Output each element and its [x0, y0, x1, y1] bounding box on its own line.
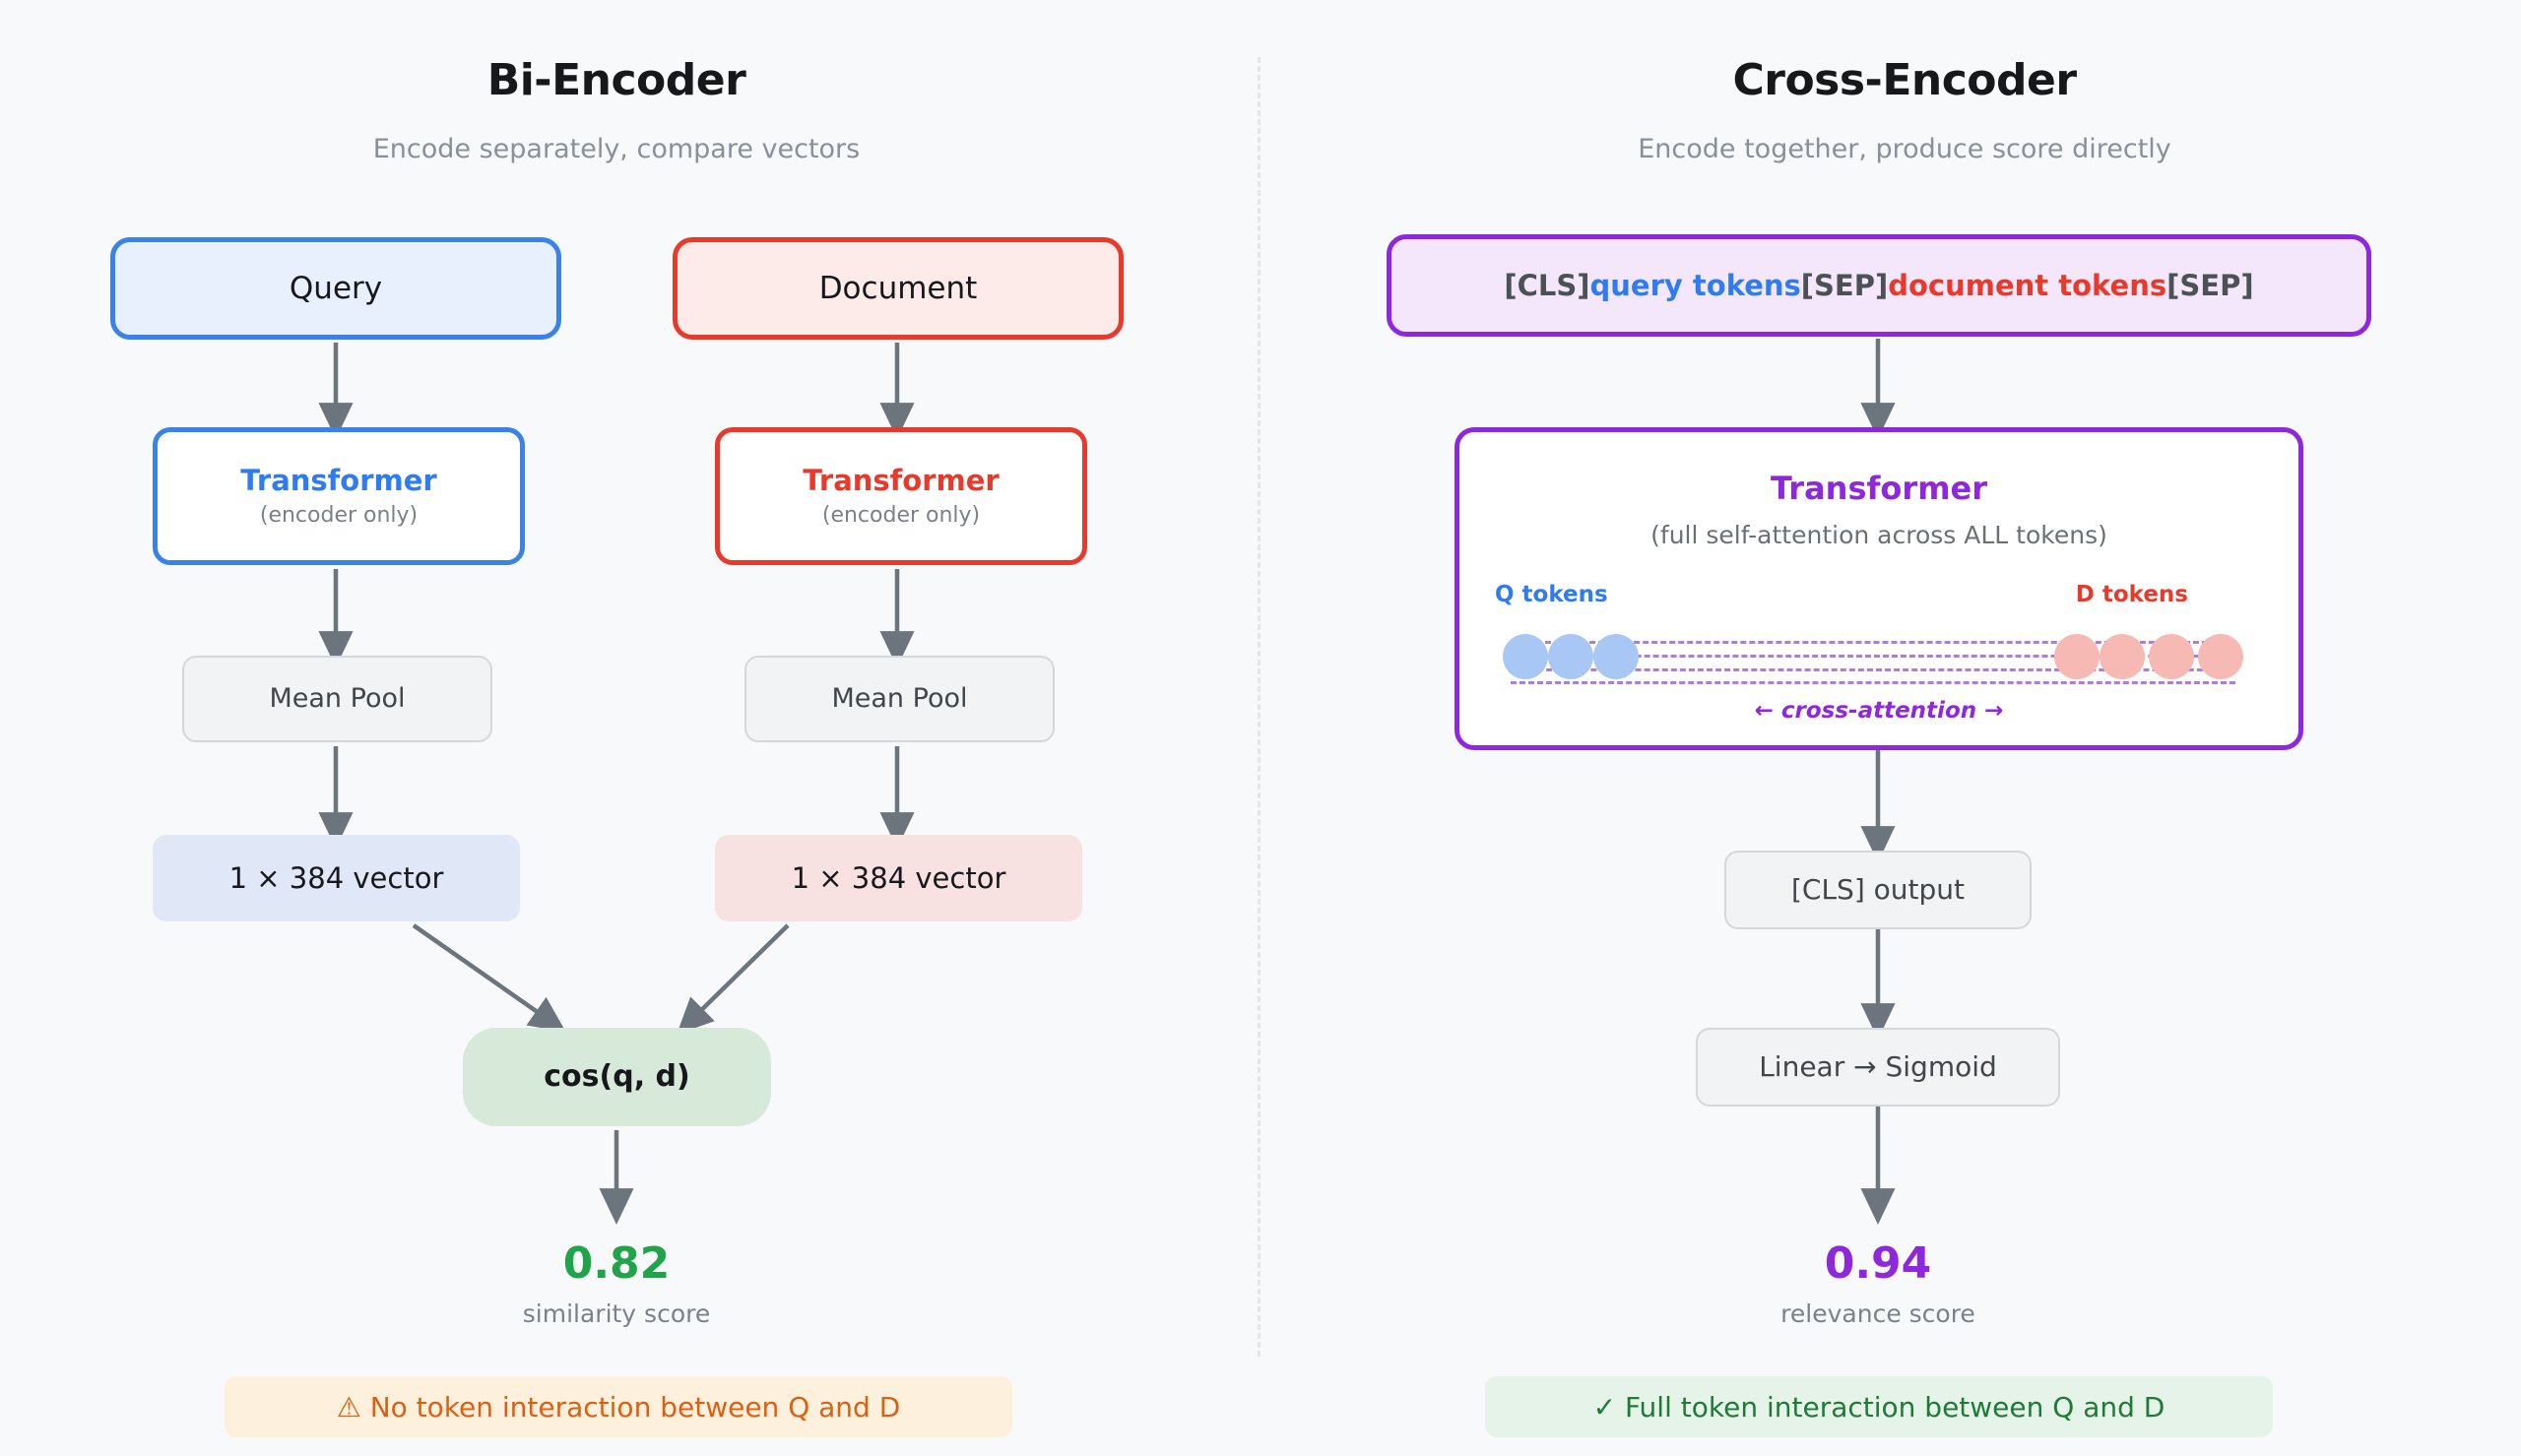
d-token-dot — [2100, 634, 2145, 679]
document-box-label: Document — [818, 270, 978, 306]
document-mean-pool-label: Mean Pool — [831, 682, 968, 714]
cross-attention-label: ← cross-attention → — [1754, 698, 2004, 724]
document-transformer-subtitle: (encoder only) — [821, 502, 981, 528]
query-transformer-title: Transformer — [240, 464, 437, 498]
linear-sigmoid-box[interactable]: Linear → Sigmoid — [1696, 1028, 2060, 1107]
attention-line — [1528, 668, 2230, 671]
q-token-dot — [1503, 634, 1548, 679]
bi-encoder-title: Bi-Encoder — [486, 55, 746, 105]
q-tokens-label: Q tokens — [1495, 582, 1608, 607]
similarity-score-value: 0.82 — [562, 1238, 671, 1289]
query-input-box[interactable]: Query — [110, 237, 561, 340]
cls-output-label: [CLS] output — [1790, 873, 1966, 907]
attention-line — [1536, 641, 2226, 644]
d-token-dot — [2054, 634, 2100, 679]
query-vector-label: 1 × 384 vector — [228, 860, 444, 895]
sep-end-token: [SEP] — [2166, 268, 2254, 302]
document-vector-box[interactable]: 1 × 384 vector — [715, 835, 1082, 921]
q-token-dot — [1548, 634, 1593, 679]
document-tokens-text: document tokens — [1888, 268, 2167, 302]
query-mean-pool-label: Mean Pool — [269, 682, 406, 714]
cross-transformer-title: Transformer — [1770, 470, 1988, 507]
cls-open-token: [CLS] — [1504, 268, 1590, 302]
token-interaction-row — [1459, 629, 2298, 688]
document-transformer-box[interactable]: Transformer (encoder only) — [715, 427, 1087, 565]
attention-line — [1511, 681, 2235, 684]
cross-transformer-subtitle: (full self-attention across ALL tokens) — [1650, 521, 2107, 549]
d-tokens-label: D tokens — [2075, 582, 2188, 607]
d-token-dot — [2149, 634, 2194, 679]
cross-transformer-panel[interactable]: Transformer (full self-attention across … — [1454, 427, 2303, 750]
query-tokens-text: query tokens — [1589, 268, 1801, 302]
similarity-score-label: similarity score — [522, 1299, 711, 1328]
cosine-similarity-label: cos(q, d) — [544, 1059, 690, 1095]
sep-mid-token: [SEP] — [1800, 268, 1889, 302]
cross-encoder-footer-note: ✓ Full token interaction between Q and D — [1485, 1376, 2273, 1437]
cls-output-box[interactable]: [CLS] output — [1724, 851, 2032, 929]
cross-encoder-subtitle: Encode together, produce score directly — [1638, 134, 2171, 164]
relevance-score-label: relevance score — [1780, 1299, 1975, 1328]
linear-sigmoid-label: Linear → Sigmoid — [1759, 1050, 1997, 1084]
token-sequence-box[interactable]: [CLS]query tokens[SEP]document tokens[SE… — [1387, 234, 2371, 337]
attention-line — [1520, 655, 2233, 658]
bi-encoder-footer-note: ⚠ No token interaction between Q and D — [225, 1376, 1012, 1437]
column-divider — [1258, 57, 1260, 1357]
document-transformer-title: Transformer — [803, 464, 1000, 498]
document-input-box[interactable]: Document — [673, 237, 1124, 340]
relevance-score-value: 0.94 — [1824, 1238, 1932, 1289]
token-sequence-text: [CLS]query tokens[SEP]document tokens[SE… — [1504, 270, 2253, 301]
query-mean-pool-box[interactable]: Mean Pool — [182, 656, 492, 742]
query-box-label: Query — [289, 270, 383, 306]
query-transformer-box[interactable]: Transformer (encoder only) — [153, 427, 525, 565]
cross-encoder-title: Cross-Encoder — [1732, 55, 2077, 105]
document-mean-pool-box[interactable]: Mean Pool — [744, 656, 1055, 742]
q-token-dot — [1593, 634, 1639, 679]
document-vector-label: 1 × 384 vector — [791, 860, 1006, 895]
query-vector-box[interactable]: 1 × 384 vector — [153, 835, 520, 921]
bi-encoder-subtitle: Encode separately, compare vectors — [372, 134, 861, 164]
cosine-similarity-node[interactable]: cos(q, d) — [463, 1028, 771, 1126]
d-token-dot — [2198, 634, 2243, 679]
query-transformer-subtitle: (encoder only) — [259, 502, 419, 528]
